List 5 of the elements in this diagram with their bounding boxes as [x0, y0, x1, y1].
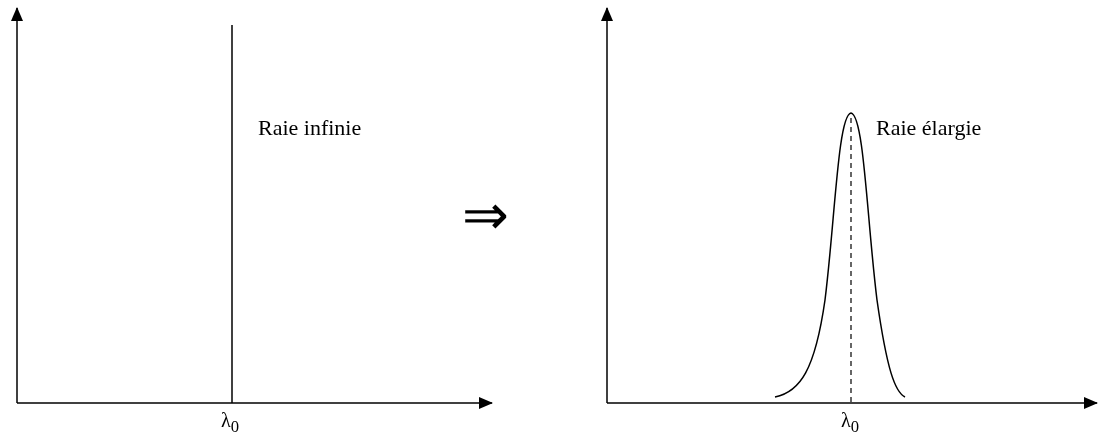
wavelength-label: λ$_{0}$	[221, 409, 240, 437]
implies-symbol: ⇒	[462, 183, 509, 247]
line-label: Raie infinie	[258, 115, 362, 141]
line-label: Raie élargie	[876, 115, 982, 141]
wavelength-label: λ$_{0}$	[841, 409, 860, 437]
